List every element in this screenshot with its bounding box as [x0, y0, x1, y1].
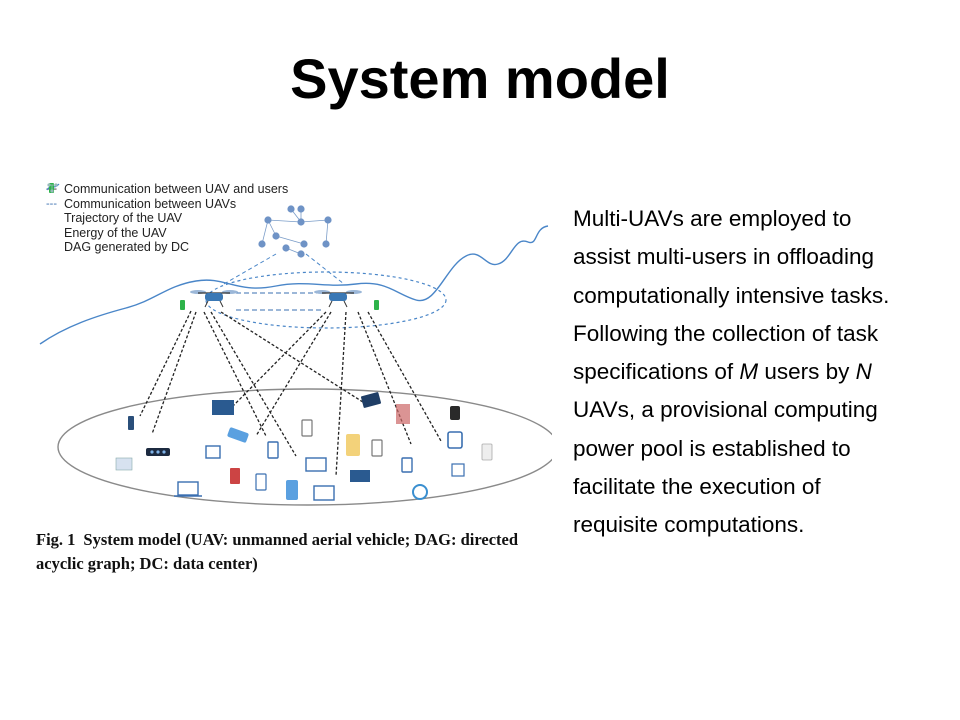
description-line: facilitate the execution of [573, 474, 821, 500]
system-model-figure: --- Communication between UAV and users … [36, 176, 552, 576]
dag-graph [258, 205, 332, 258]
legend-item-uav-uav: --- Communication between UAVs [46, 197, 288, 212]
description-line: UAVs, a provisional computing [573, 397, 878, 423]
math-variable: N [855, 359, 872, 385]
description-line: specifications of M users by N [573, 353, 953, 391]
legend-label: Trajectory of the UAV [64, 211, 183, 226]
uav-left [190, 290, 238, 308]
description-line: requisite computations. [573, 512, 805, 538]
caption-text: System model (UAV: unmanned aerial vehic… [36, 530, 519, 573]
legend-item-energy: Energy of the UAV [46, 183, 288, 241]
legend-label: Communication between UAVs [64, 196, 237, 211]
uav-plane-ellipse [205, 271, 447, 329]
description-text: Multi-UAVs are employed to assist multi-u… [573, 200, 953, 545]
dashed-line-icon: --- [46, 197, 57, 210]
uav-right [314, 290, 362, 308]
figure-legend: --- Communication between UAV and users … [46, 182, 288, 255]
uav-trajectory [39, 225, 549, 345]
battery-left [180, 300, 185, 310]
description-line: Multi-UAVs are employed to [573, 206, 852, 231]
math-variable: M [739, 359, 759, 385]
line-segment: users by [758, 359, 856, 385]
legend-item-uav-user: --- Communication between UAV and users [46, 182, 288, 197]
legend-label: Communication between UAV and users [64, 182, 289, 196]
figure-number: Fig. 1 [36, 530, 76, 549]
user-area-ellipse [57, 388, 552, 506]
line-segment: specifications of [573, 359, 740, 385]
slide-title: System model [290, 47, 670, 110]
legend-item-dag: DAG generated by DC [46, 183, 288, 255]
battery-right [374, 300, 379, 310]
legend-label: Energy of the UAV [64, 225, 167, 240]
description-line: Following the collection of task [573, 320, 879, 346]
legend-item-trajectory: Trajectory of the UAV [46, 183, 288, 226]
system-diagram [39, 205, 552, 506]
legend-label: DAG generated by DC [64, 240, 190, 255]
description-line: assist multi-users in offloading [573, 244, 874, 270]
user-devices [115, 392, 493, 501]
description-line: computationally intensive tasks. [573, 282, 890, 308]
description-line: power pool is established to [573, 435, 851, 461]
description-paragraph: Multi-UAVs are employed to assist multi-u… [573, 200, 953, 545]
